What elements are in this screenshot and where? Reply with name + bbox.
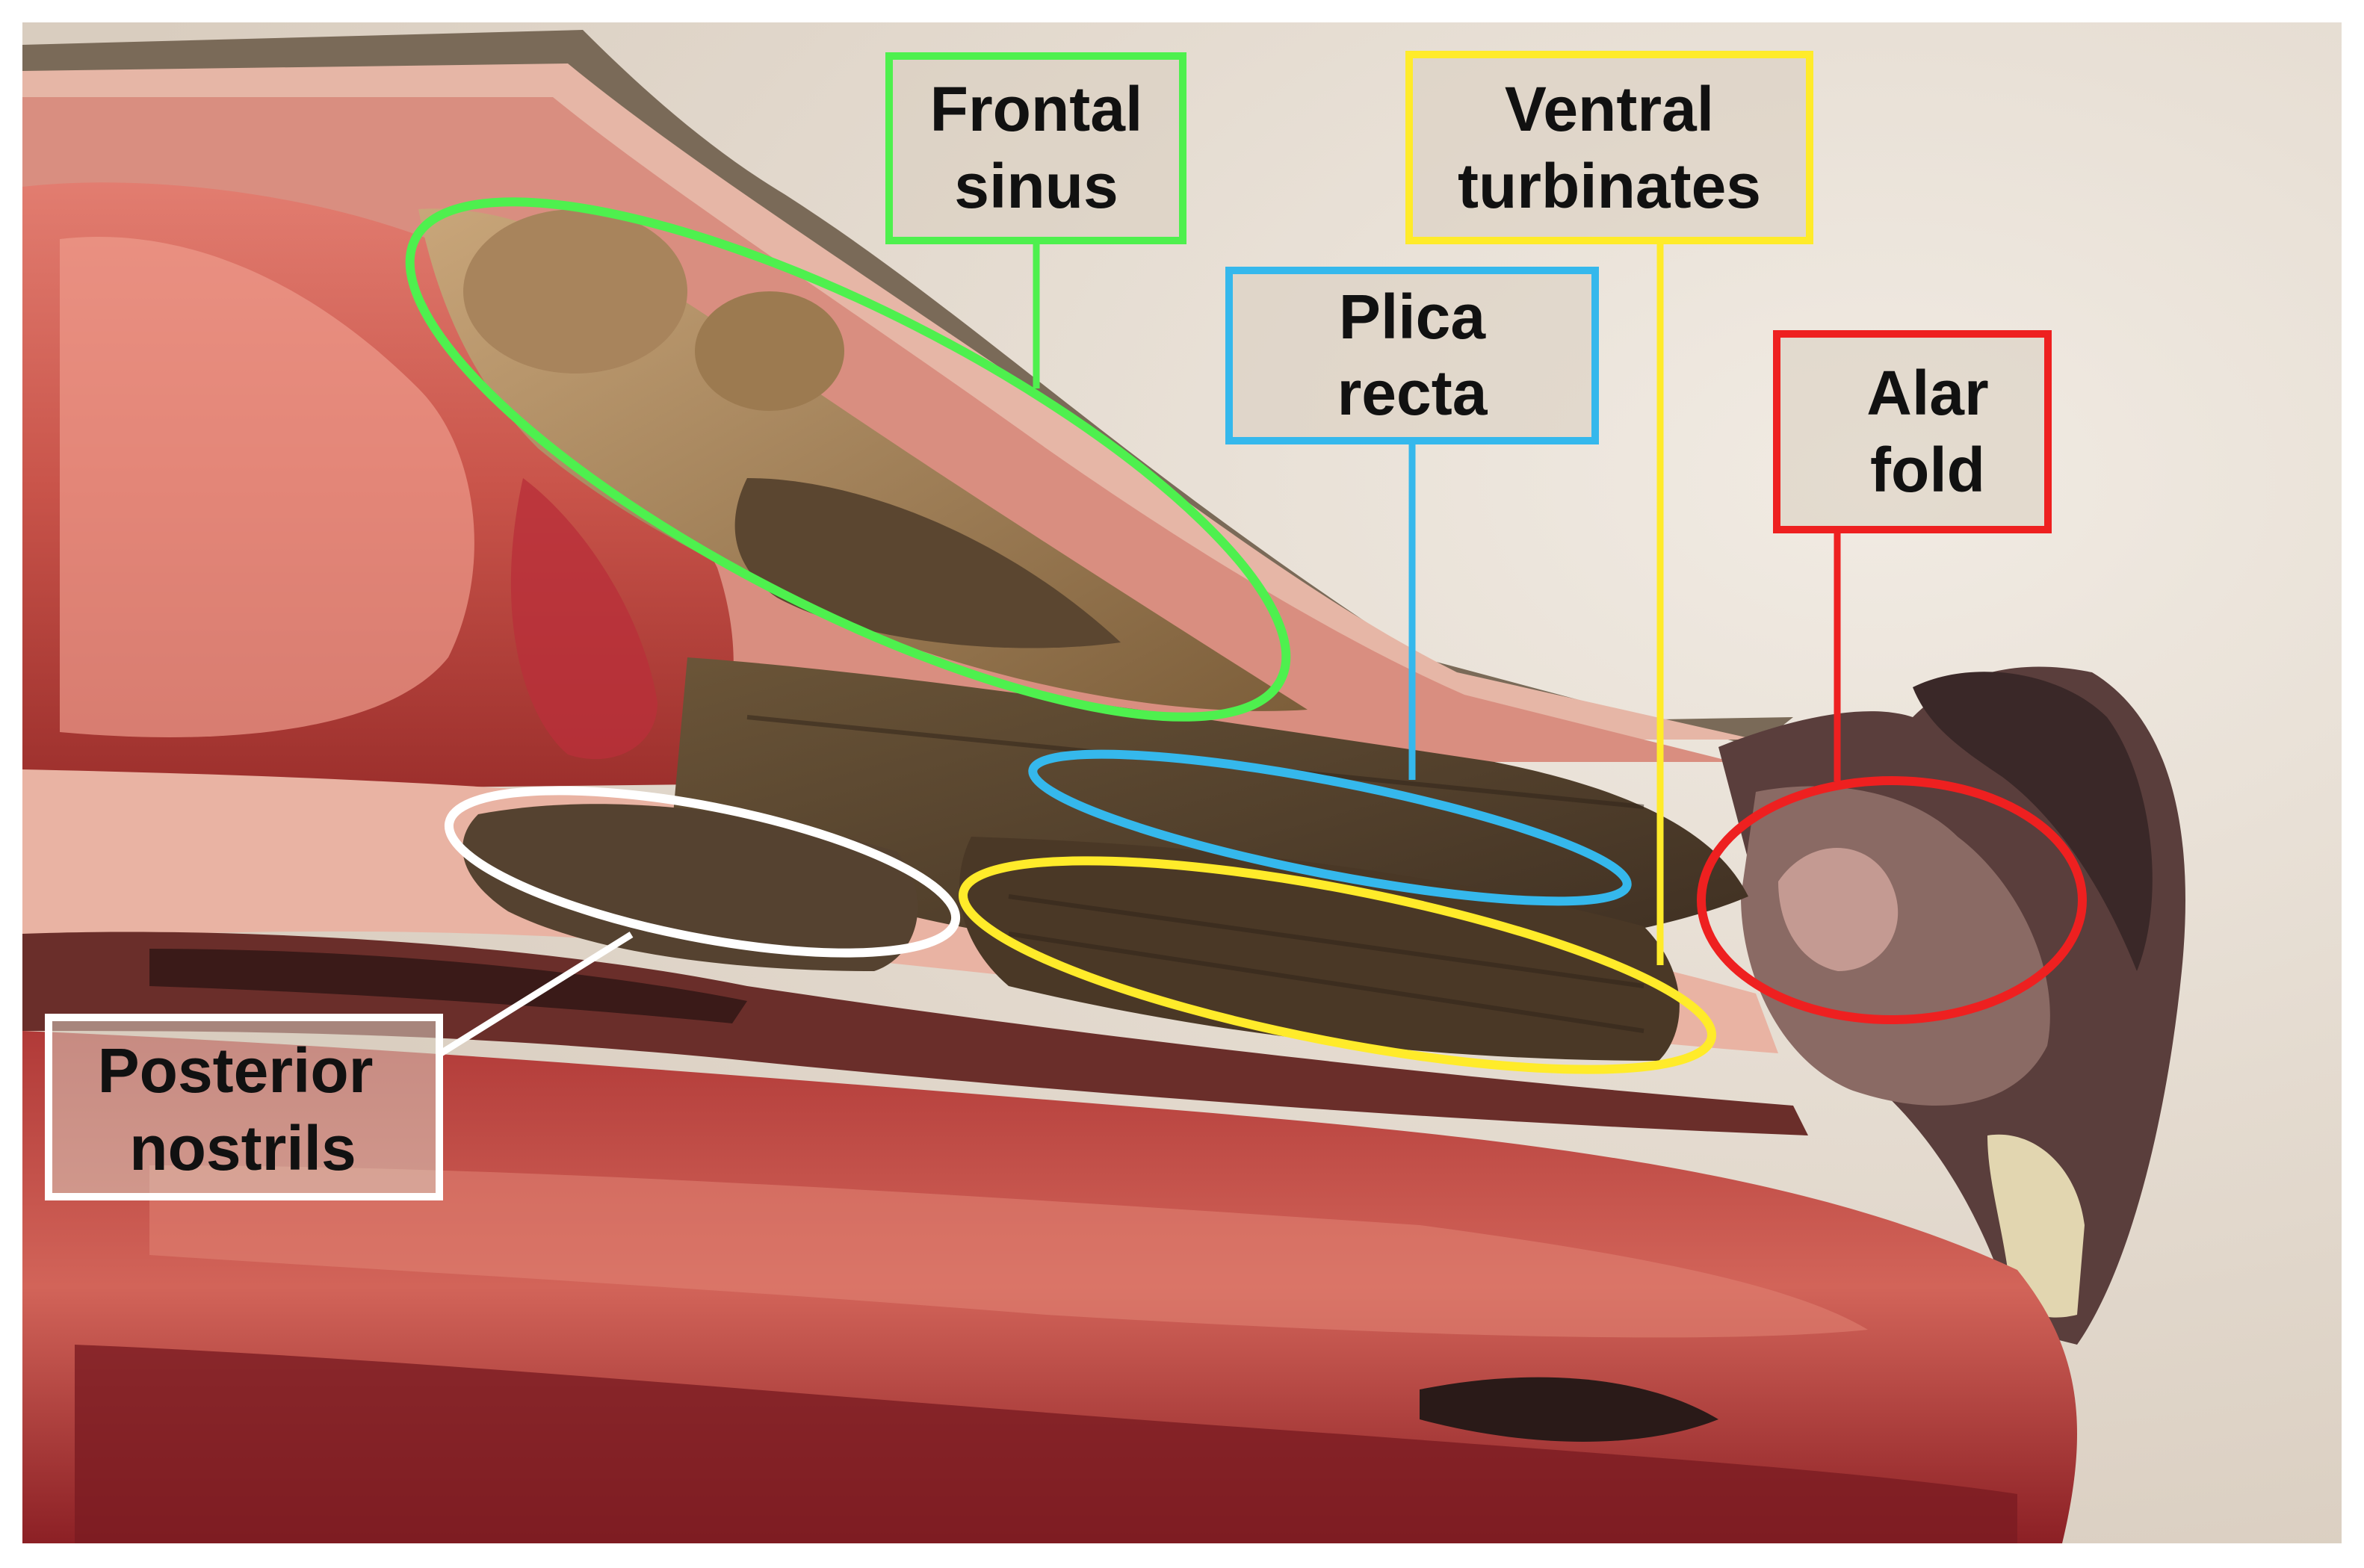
- ventral-turbinates-ellipse: [958, 856, 1717, 1074]
- callout-posterior-nostrils: Posterior nostrils: [45, 1014, 443, 1200]
- ventral-turbinates-label-line2: turbinates: [1458, 151, 1761, 221]
- nasal-turbinates: [462, 657, 1748, 1061]
- posterior-nostrils-leader: [439, 932, 634, 1056]
- alar-fold-label-line1: Alar: [1866, 358, 1988, 428]
- frontal-sinus-label-line1: Frontal: [930, 74, 1143, 144]
- posterior-nostrils-label-line2: nostrils: [129, 1113, 356, 1183]
- callout-plica-recta: Plica recta: [1225, 267, 1599, 444]
- posterior-nostrils-label-line1: Posterior: [98, 1035, 374, 1106]
- alar-fold-label-line2: fold: [1870, 435, 1985, 505]
- callout-frontal-sinus: Frontal sinus: [885, 52, 1186, 244]
- callout-alar-fold: Alar fold: [1773, 330, 2052, 533]
- plica-recta-label-line1: Plica: [1339, 282, 1486, 352]
- tongue-lower-jaw: [22, 1031, 2077, 1543]
- alar-fold-ellipse: [1697, 776, 2087, 1024]
- oral-cavity: [22, 932, 1808, 1135]
- frontal-sinus-label-line2: sinus: [954, 151, 1118, 221]
- ventral-turbinates-label-line1: Ventral: [1505, 74, 1714, 144]
- posterior-nostrils-ellipse: [444, 786, 961, 958]
- leader-lines: [439, 241, 1841, 1056]
- snout: [1718, 666, 2185, 1345]
- plica-recta-label-line2: recta: [1337, 358, 1488, 428]
- annotation-ellipses: [405, 197, 2087, 1074]
- frontal-sinus-ellipse: [405, 197, 1291, 722]
- callout-ventral-turbinates: Ventral turbinates: [1405, 51, 1813, 244]
- frontal-sinus-cavity: [418, 208, 1308, 711]
- plica-recta-ellipse: [1028, 749, 1632, 906]
